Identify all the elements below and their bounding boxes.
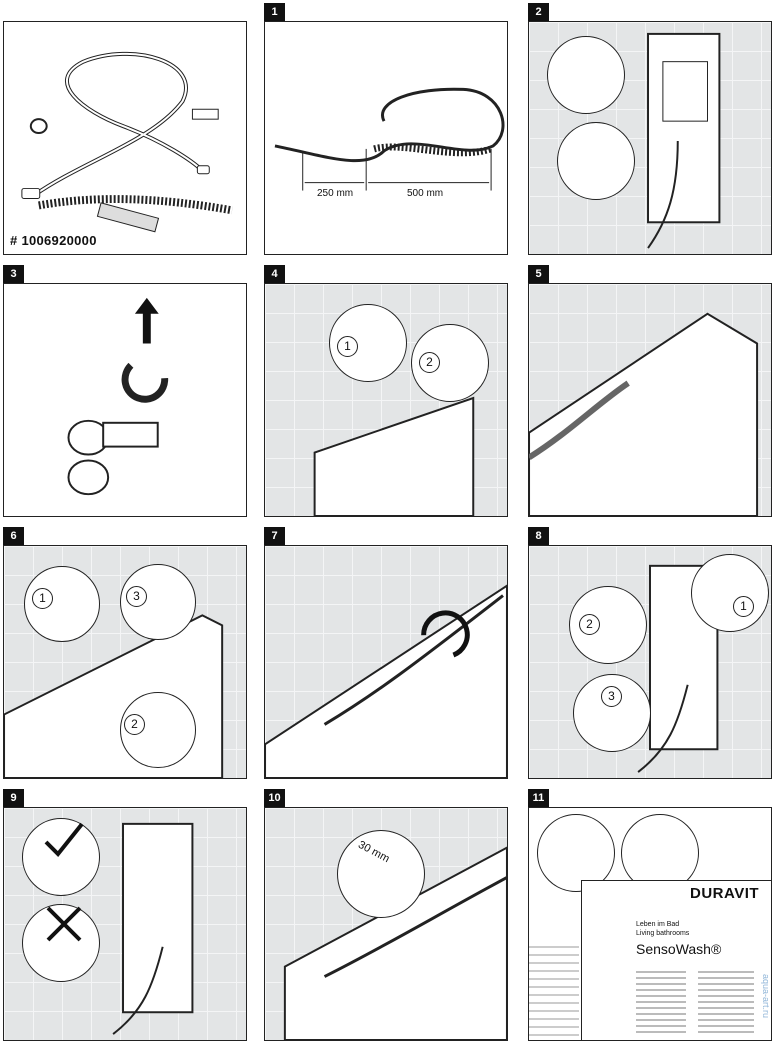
checkmark-icon [44, 822, 84, 857]
connector-drawing [67, 297, 169, 496]
step-number-3: 3 [3, 265, 24, 283]
watermark: aqua-art.ru [761, 973, 771, 1018]
product-title: SensoWash® [636, 941, 722, 957]
marker-3: 3 [601, 686, 622, 707]
panel-step-3 [3, 283, 247, 517]
document-subtitle-1: Leben im Bad [636, 921, 680, 928]
frame-drawing [647, 32, 721, 249]
step-number-2: 2 [528, 3, 549, 21]
detail-circle-1 [691, 554, 769, 632]
panel-step-9 [3, 807, 247, 1041]
panel-step-6: 1 3 2 [3, 545, 247, 779]
panel-step-8: 1 2 3 [528, 545, 772, 779]
length-250-label: 250 mm [317, 188, 354, 199]
step-number-6: 6 [3, 527, 24, 545]
step-number-9: 9 [3, 789, 24, 807]
marker-2: 2 [579, 614, 600, 635]
parts-drawing [21, 51, 233, 233]
marker-1: 1 [733, 596, 754, 617]
panel-step-11: DURAVIT Leben im Bad Living bathrooms Se… [528, 807, 772, 1041]
detail-circle-wrong [22, 904, 100, 982]
marker-2: 2 [419, 352, 440, 373]
panel-step-5 [528, 283, 772, 517]
step-number-7: 7 [264, 527, 285, 545]
page-preview [529, 946, 579, 1040]
document-subtitle-2: Living bathrooms [636, 930, 690, 937]
panel-parts: # 1006920000 [3, 21, 247, 255]
step-number-5: 5 [528, 265, 549, 283]
panel-step-1: 250 mm 500 mm [264, 21, 508, 255]
manual-document: DURAVIT Leben im Bad Living bathrooms Se… [581, 880, 771, 1040]
length-500-label: 500 mm [407, 188, 444, 199]
brand-logo: DURAVIT [690, 885, 760, 902]
panel-step-4: 1 2 [264, 283, 508, 517]
detail-circle-top [547, 36, 625, 114]
marker-3: 3 [126, 586, 147, 607]
marker-2: 2 [124, 714, 145, 735]
detail-circle-bottom [557, 122, 635, 200]
panel-step-2 [528, 21, 772, 255]
panel-step-7 [264, 545, 508, 779]
frame-hose-drawing [529, 312, 759, 516]
correct-wrong-drawing [112, 822, 194, 1035]
detail-circle-frame [537, 814, 615, 892]
distance-drawing [283, 846, 507, 1040]
marker-1: 1 [32, 588, 53, 609]
tighten-drawing [265, 584, 507, 778]
step-number-4: 4 [264, 265, 285, 283]
cross-icon [46, 906, 82, 942]
panel-step-10: 30 mm [264, 807, 508, 1041]
step-number-11: 11 [528, 789, 549, 807]
hose-length-drawing [274, 87, 505, 191]
frame-top-drawing [313, 396, 475, 516]
detail-circle-distance [337, 830, 425, 918]
detail-circle-correct [22, 818, 100, 896]
detail-circle-hose [621, 814, 699, 892]
text-column-right [698, 971, 754, 1037]
step-number-10: 10 [264, 789, 285, 807]
marker-1: 1 [337, 336, 358, 357]
step-number-1: 1 [264, 3, 285, 21]
text-column-left [636, 971, 686, 1037]
step-number-8: 8 [528, 527, 549, 545]
part-number: # 1006920000 [10, 233, 97, 248]
